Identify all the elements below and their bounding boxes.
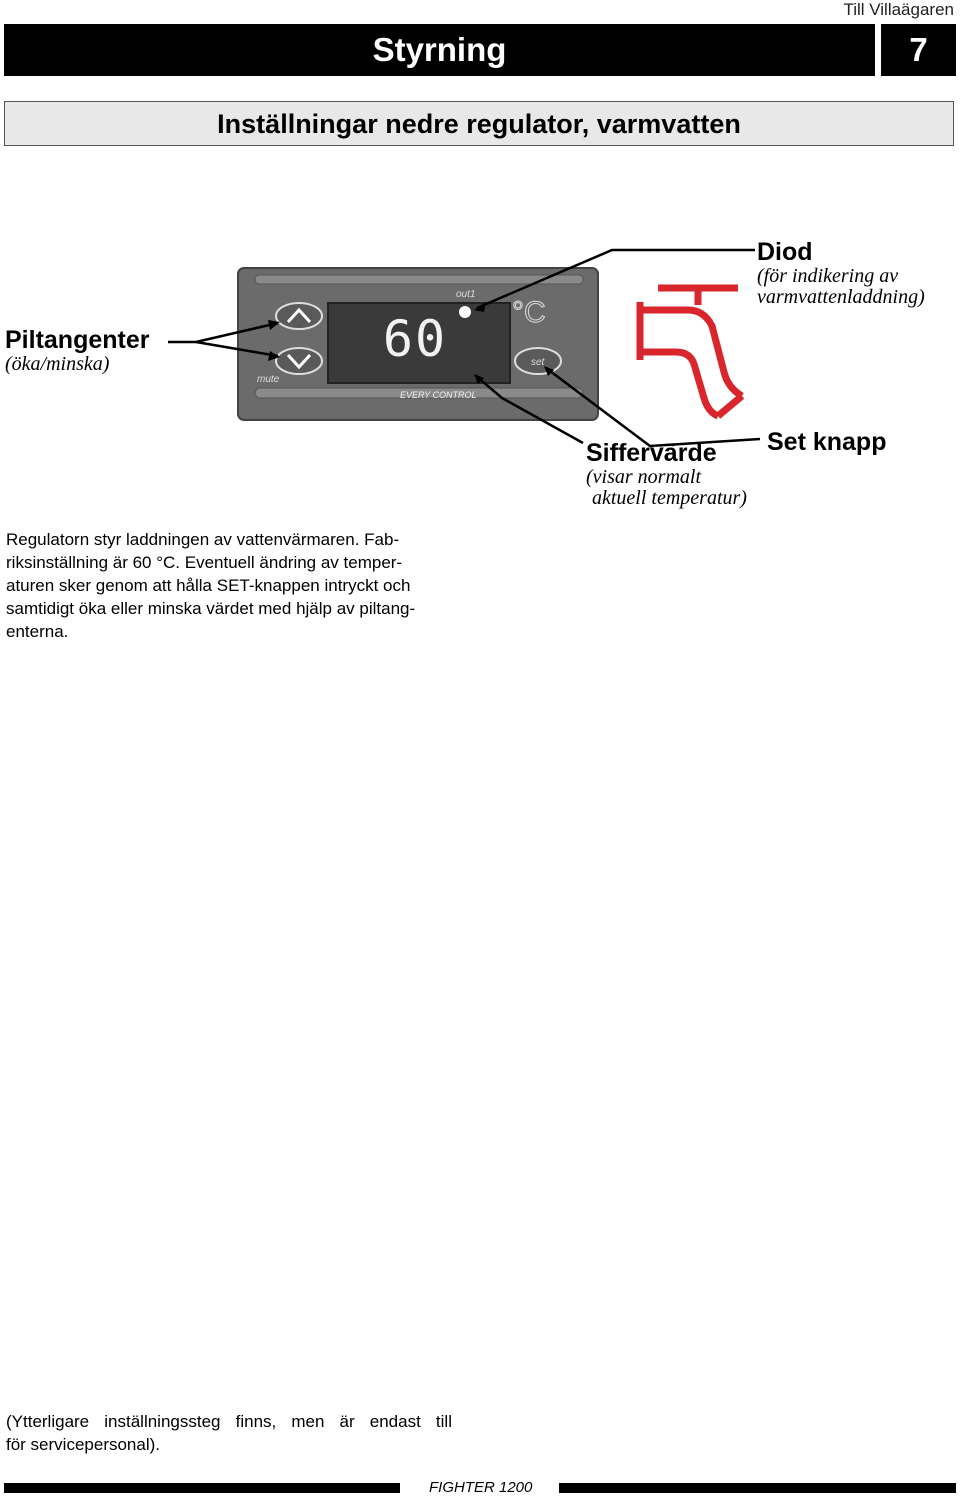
led-label: out1 — [456, 289, 475, 300]
value-subtitle-line1: (visar normalt — [586, 466, 701, 488]
note-line: för servicepersonal). — [6, 1435, 161, 1454]
footer-bar-left — [4, 1483, 400, 1493]
led-subtitle-line2: varmvattenladdning) — [757, 286, 925, 308]
doc-section-header: Till Villaägaren — [843, 0, 954, 19]
page-number: 7 — [881, 24, 956, 76]
body-line: riksinställning är 60 °C. Eventuell ändr… — [6, 553, 403, 572]
section-subtitle: Inställningar nedre regulator, varmvatte… — [4, 101, 954, 146]
page-title: Styrning — [4, 24, 875, 76]
body-line: enterna. — [6, 622, 69, 641]
brand-label: EVERY CONTROL — [400, 390, 477, 400]
arrow-down-button[interactable] — [275, 347, 323, 375]
hot-water-tap-icon — [636, 284, 745, 420]
led-subtitle-line1: (för indikering av — [757, 265, 898, 287]
controller-diagram: 60 out1 °C mute set EVERY CONTROL — [5, 238, 925, 509]
arrow-up-button[interactable] — [275, 302, 323, 330]
controller-panel: 60 out1 °C mute set EVERY CONTROL — [237, 267, 599, 421]
arrow-heads — [268, 302, 554, 384]
body-line: Regulatorn styr laddningen av vattenvärm… — [6, 530, 400, 549]
set-button-title: Set knapp — [767, 428, 886, 456]
mute-label: mute — [257, 374, 280, 385]
service-note: (Ytterligare inställningssteg finns, men… — [6, 1410, 452, 1456]
led-indicator — [459, 306, 471, 318]
value-subtitle-line2: aktuell temperatur) — [592, 487, 747, 509]
set-button-label: set — [531, 357, 546, 368]
body-line: samtidigt öka eller minska värdet med hj… — [6, 599, 416, 618]
body-paragraph: Regulatorn styr laddningen av vattenvärm… — [6, 528, 452, 643]
arrow-keys-subtitle: (öka/minska) — [5, 353, 110, 375]
set-button[interactable]: set — [514, 347, 562, 375]
led-title: Diod — [757, 238, 813, 266]
callout-lines — [168, 248, 761, 448]
footer-bar-right — [559, 1483, 956, 1493]
arrow-keys-title: Piltangenter — [5, 326, 150, 354]
body-line: aturen sker genom att hålla SET-knappen … — [6, 576, 411, 595]
note-line: (Ytterligare inställningssteg finns, men… — [6, 1412, 452, 1431]
digit-display — [327, 302, 511, 384]
footer-product: FIGHTER 1200 — [429, 1479, 533, 1496]
unit-label: °C — [512, 296, 546, 329]
display-value: 60 — [383, 310, 447, 368]
value-title: Siffervärde — [586, 439, 717, 467]
